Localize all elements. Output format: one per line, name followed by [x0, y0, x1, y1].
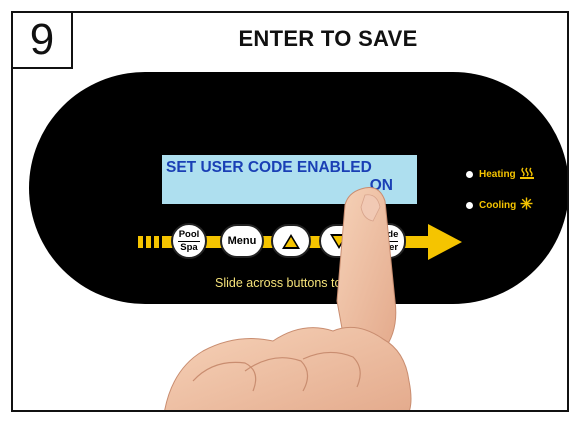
control-panel: SET USER CODE ENABLED ON Heating Cooling [29, 72, 567, 304]
step-number: 9 [13, 13, 73, 69]
menu-button[interactable]: Menu [220, 224, 264, 258]
pool-label: Pool [178, 228, 200, 240]
spa-label: Spa [180, 241, 198, 253]
cooling-led [466, 201, 473, 209]
heating-led [466, 171, 473, 178]
cooling-indicator: Cooling [466, 197, 533, 213]
heat-waves-icon [519, 167, 534, 182]
up-arrow-icon [282, 233, 300, 249]
lcd-line-1: SET USER CODE ENABLED [166, 159, 372, 176]
pointing-hand-icon [164, 187, 412, 410]
snowflake-icon [520, 197, 533, 213]
cooling-label: Cooling [479, 199, 517, 211]
up-button[interactable] [271, 224, 311, 258]
pool-spa-button[interactable]: Pool Spa [171, 223, 207, 259]
heating-indicator: Heating [466, 167, 534, 182]
heating-label: Heating [479, 169, 516, 180]
instruction-frame: 9 ENTER TO SAVE SET USER CODE ENABLED ON… [11, 11, 569, 412]
step-title: ENTER TO SAVE [238, 26, 418, 51]
